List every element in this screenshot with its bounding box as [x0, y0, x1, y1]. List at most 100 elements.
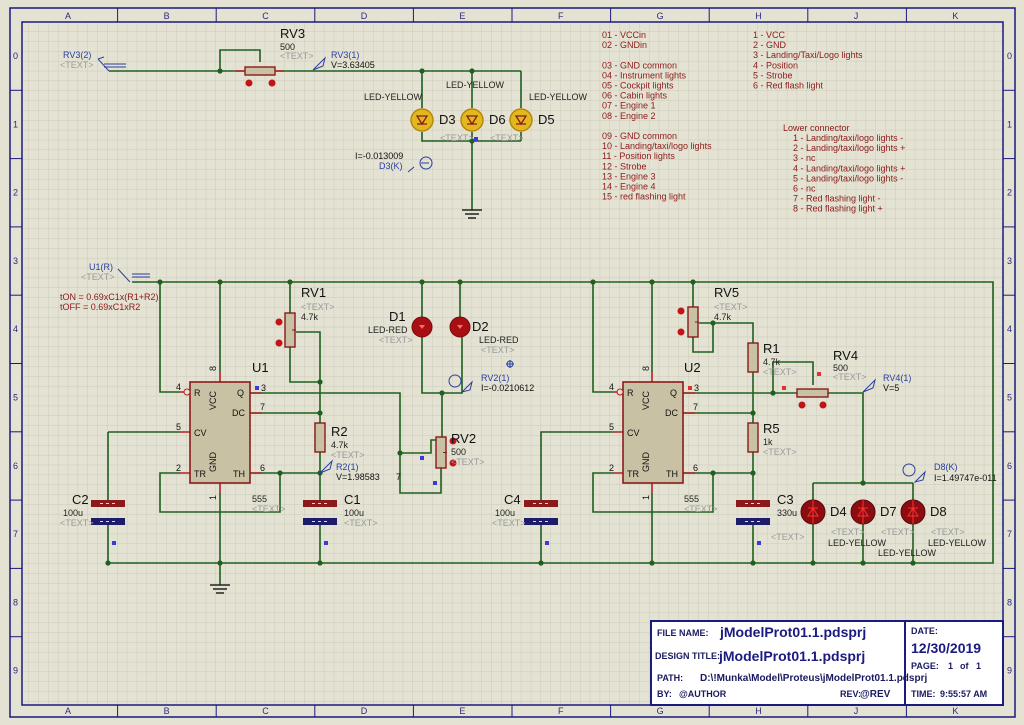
pin-label: TH: [666, 469, 678, 479]
note-line: 14 - Engine 4: [602, 182, 656, 192]
potentiometer-rv3[interactable]: RV3 500 <TEXT>: [236, 26, 314, 87]
ic-u1-555[interactable]: U1 555 <TEXT>: [189, 360, 286, 514]
page-of: of: [960, 661, 969, 671]
pin-label: GND: [208, 452, 218, 473]
resistor-r1-ref: R1: [763, 341, 780, 356]
note-line: 4 - Position: [753, 60, 798, 70]
d6-text: <TEXT>: [490, 133, 524, 143]
pin-label: 1: [641, 495, 651, 500]
column-label: J: [854, 706, 859, 716]
led-d4-text: <TEXT>: [831, 527, 865, 537]
note-line: 4 - Landing/taxi/logo lights +: [793, 163, 905, 173]
potentiometer-rv4[interactable]: RV4 500 <TEXT>: [782, 348, 867, 409]
led-d4-value: LED-YELLOW: [828, 538, 887, 548]
led-d8-ref: D8: [930, 504, 947, 519]
column-label: E: [459, 706, 465, 716]
pin-label: 6: [693, 463, 698, 473]
probe-rv3-1-label: RV3(1): [331, 50, 359, 60]
ic-u2-555[interactable]: U2 555 <TEXT>: [622, 360, 718, 514]
capacitor-c1-ref: C1: [344, 492, 361, 507]
date-value: 12/30/2019: [911, 640, 981, 656]
column-label: K: [952, 706, 958, 716]
resistor-r2-text: <TEXT>: [331, 450, 365, 460]
pin-label: 3: [261, 383, 266, 393]
led-d3[interactable]: D3: [410, 108, 456, 132]
probes: RV3(2) <TEXT> RV3(1) V=3.63405 I=-0.0130…: [60, 50, 997, 483]
probe-rv3-2-label: RV3(2): [63, 50, 91, 60]
led-d5[interactable]: D5: [509, 108, 555, 132]
pin-label: 5: [176, 422, 181, 432]
page-count: 1: [976, 661, 981, 671]
resistor-r1[interactable]: R14.7k<TEXT>: [747, 341, 797, 377]
formula-toff: tOFF = 0.69xC1xR2: [60, 302, 140, 312]
pin-label: CV: [194, 428, 207, 438]
note-line: 2 - GND: [753, 40, 787, 50]
note-line: 04 - Instrument lights: [602, 70, 687, 80]
note-line: 13 - Engine 3: [602, 171, 656, 181]
rv3-text: <TEXT>: [280, 51, 314, 61]
column-label: B: [164, 11, 170, 21]
led-d7-text: <TEXT>: [881, 527, 915, 537]
resistor-r2[interactable]: R24.7k<TEXT>: [314, 422, 365, 460]
capacitor-c2-ref: C2: [72, 492, 89, 507]
note-line: 03 - GND common: [602, 60, 677, 70]
row-label: 4: [13, 324, 18, 334]
d3-text: <TEXT>: [440, 133, 474, 143]
pin-label: GND: [641, 452, 651, 473]
column-label: C: [262, 11, 269, 21]
column-label: F: [558, 11, 564, 21]
column-label: G: [657, 706, 664, 716]
led-d1-ref: D1: [389, 309, 406, 324]
row-label: 1: [13, 119, 18, 129]
probe-u1r-label: U1(R): [89, 262, 113, 272]
led-d7-value: LED-YELLOW: [878, 548, 937, 558]
pin-label: 7: [260, 402, 265, 412]
probe-rv3-2-text: <TEXT>: [60, 60, 94, 70]
note-line: 5 - Strobe: [753, 70, 793, 80]
page-number: 1: [948, 661, 953, 671]
pin-label: DC: [232, 408, 245, 418]
note-line: 5 - Landing/taxi/logo lights -: [793, 173, 903, 183]
note-line: 06 - Cabin lights: [602, 91, 668, 101]
potentiometer-rv5-ref: RV5: [714, 285, 739, 300]
column-label: K: [952, 11, 958, 21]
note-line: 05 - Cockpit lights: [602, 81, 674, 91]
led-d3-ref: D3: [439, 112, 456, 127]
led-d8-text: <TEXT>: [931, 527, 965, 537]
row-label: 7: [13, 529, 18, 539]
note-line: 1 - Landing/taxi/logo lights -: [793, 133, 903, 143]
d3-value: LED-YELLOW: [364, 92, 423, 102]
note-line: 02 - GNDin: [602, 40, 647, 50]
led-d8-value: LED-YELLOW: [928, 538, 987, 548]
column-label: H: [755, 11, 762, 21]
pin-label: VCC: [641, 390, 651, 410]
page-label: PAGE:: [911, 661, 939, 671]
led-d6[interactable]: D6: [460, 108, 506, 132]
column-label: A: [65, 706, 71, 716]
pin-label: 8: [208, 366, 218, 371]
rev-value: @REV: [860, 689, 891, 700]
time-label: TIME:: [911, 689, 936, 699]
pin-label: 3: [694, 383, 699, 393]
probe-rv2-1-reading: I=-0.0210612: [481, 383, 534, 393]
capacitor-c4-ref: C4: [504, 492, 521, 507]
file-name-value: jModelProt01.1.pdsprj: [719, 624, 866, 640]
row-label: 6: [13, 461, 18, 471]
pin-label: 4: [609, 382, 614, 392]
row-label: 0: [13, 51, 18, 61]
